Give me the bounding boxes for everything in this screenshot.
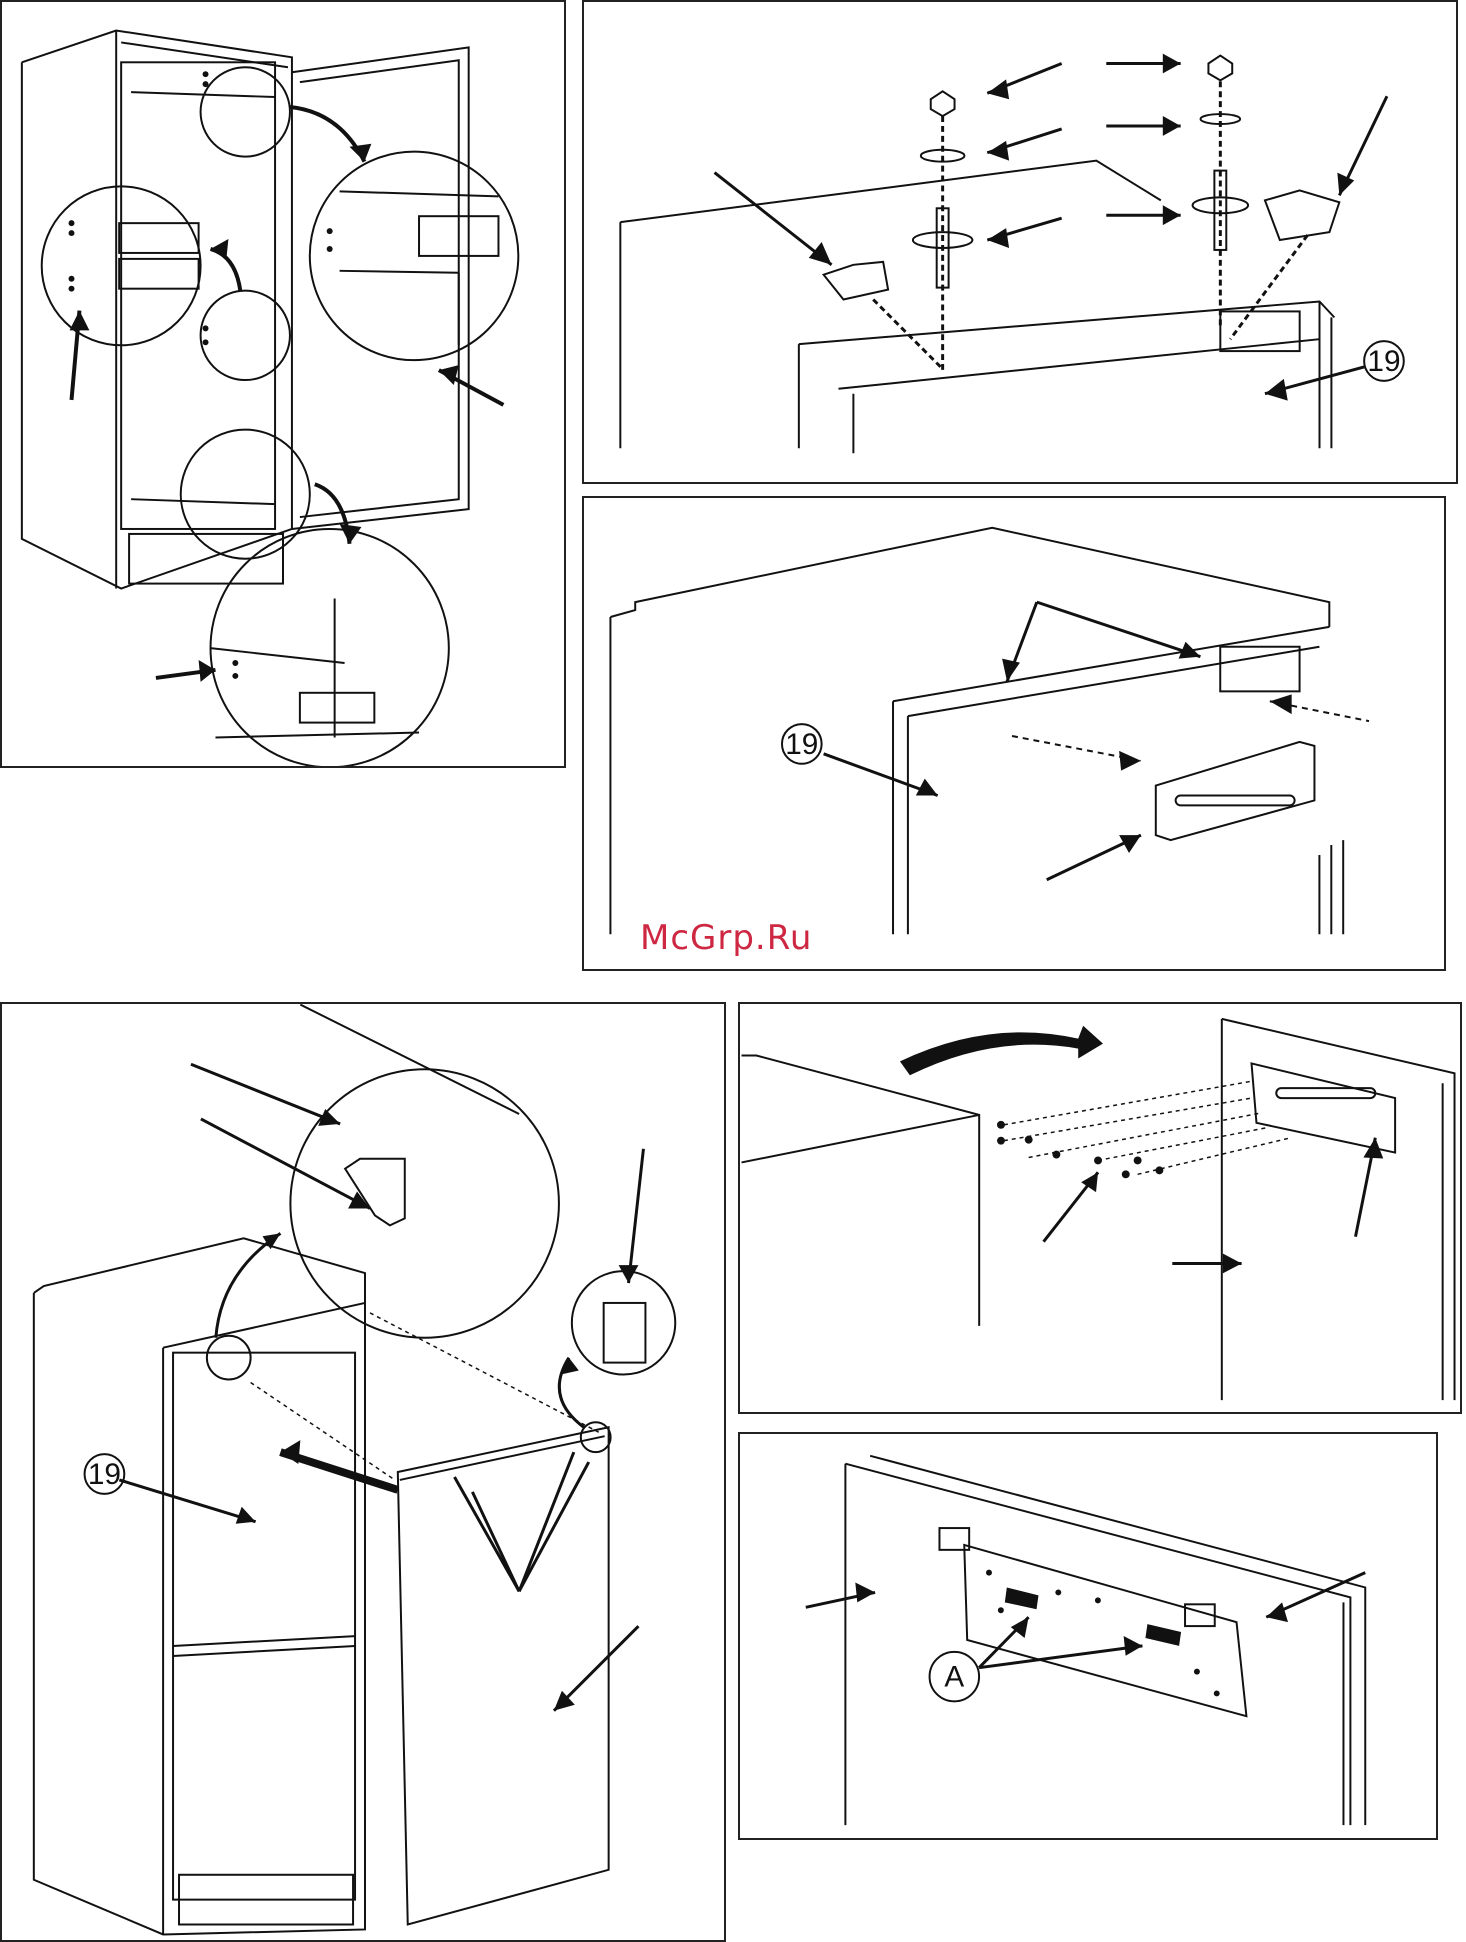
zoom-circle-bracket: [290, 1069, 559, 1338]
cabinet-outline: [34, 1238, 365, 1934]
hinge-removal-diagram: [2, 2, 564, 766]
curved-rotate-arrow: [900, 1026, 1103, 1076]
zoom-circle-mid-hinge: [201, 291, 290, 380]
cabinet-front-panel: [173, 1353, 355, 1900]
marker-a-label: A: [944, 1661, 964, 1694]
curved-arrow-top: [290, 107, 364, 162]
screw-bracket-diagram: [740, 1004, 1460, 1412]
callout-19-label: 19: [88, 1458, 121, 1491]
panel-top-brackets: 19: [582, 0, 1458, 484]
callout-19-label: 19: [785, 728, 818, 761]
open-door: [292, 47, 469, 529]
cabinet-edge: [742, 1055, 980, 1325]
panel-door-alignment: 19: [0, 1002, 726, 1942]
bracket-left-icon: [824, 262, 888, 300]
door-edge-inner: [845, 1464, 1350, 1825]
pointer-arrow-door-clip: [629, 1149, 644, 1283]
marker-circle-bracket: [207, 1336, 251, 1380]
pointer-arrow-clip-right: [1037, 602, 1201, 657]
door-panel: [398, 1427, 609, 1924]
cabinet-top-edge: [610, 528, 1329, 627]
zoom-circle-clip: [572, 1271, 675, 1374]
pointer-arrow-pin-2: [472, 1492, 519, 1591]
pointer-arrow-bracket: [201, 1119, 370, 1209]
velcro-strip-right-icon: [1145, 1624, 1181, 1646]
top-brackets-diagram: 19: [584, 2, 1456, 482]
zoomed-clip-icon: [604, 1303, 646, 1363]
watermark-text: McGrp.Ru: [640, 918, 812, 958]
bracket-right-icon: [1265, 190, 1339, 240]
zoom-circle-bottom: [211, 529, 449, 766]
marker-a-diagram: A: [740, 1434, 1436, 1838]
hinge-block: [1220, 647, 1299, 692]
pointer-arrow-bracket-left: [715, 173, 832, 265]
mounting-bracket-icon: [1156, 742, 1315, 840]
cabinet-top-edge: [620, 161, 1160, 222]
door-panel-edge: [1222, 1019, 1455, 1400]
pointer-arrow-pin-3: [519, 1452, 574, 1591]
bracket-mount-diagram: 19: [584, 498, 1444, 969]
zoomed-bracket-icon: [345, 1159, 405, 1226]
bolt-right-icon: [1208, 56, 1232, 81]
zoom-circle-bottom-hinge: [181, 430, 310, 559]
bolt-left-icon: [931, 91, 955, 116]
pointer-arrow-pin-4: [519, 1462, 589, 1591]
panel-marker-a: A: [738, 1432, 1438, 1840]
cabinet-outline: [22, 31, 292, 589]
zoom-circle-top-hinge: [201, 67, 290, 156]
door-alignment-diagram: 19: [2, 1004, 724, 1940]
pointer-arrow-panel-19: [119, 1480, 255, 1522]
callout-19-label: 19: [1367, 345, 1400, 378]
panel-bracket-mount: 19: [582, 496, 1446, 971]
panel-hinge-removal: [0, 0, 566, 768]
pointer-arrow-clip: [191, 1064, 340, 1124]
panel-screw-bracket: [738, 1002, 1462, 1414]
mounting-bracket-icon: [964, 1545, 1246, 1716]
velcro-strip-left-icon: [1005, 1587, 1039, 1609]
door-edge-outer: [870, 1456, 1365, 1825]
curved-arrow-zoom-bracket: [216, 1233, 281, 1337]
